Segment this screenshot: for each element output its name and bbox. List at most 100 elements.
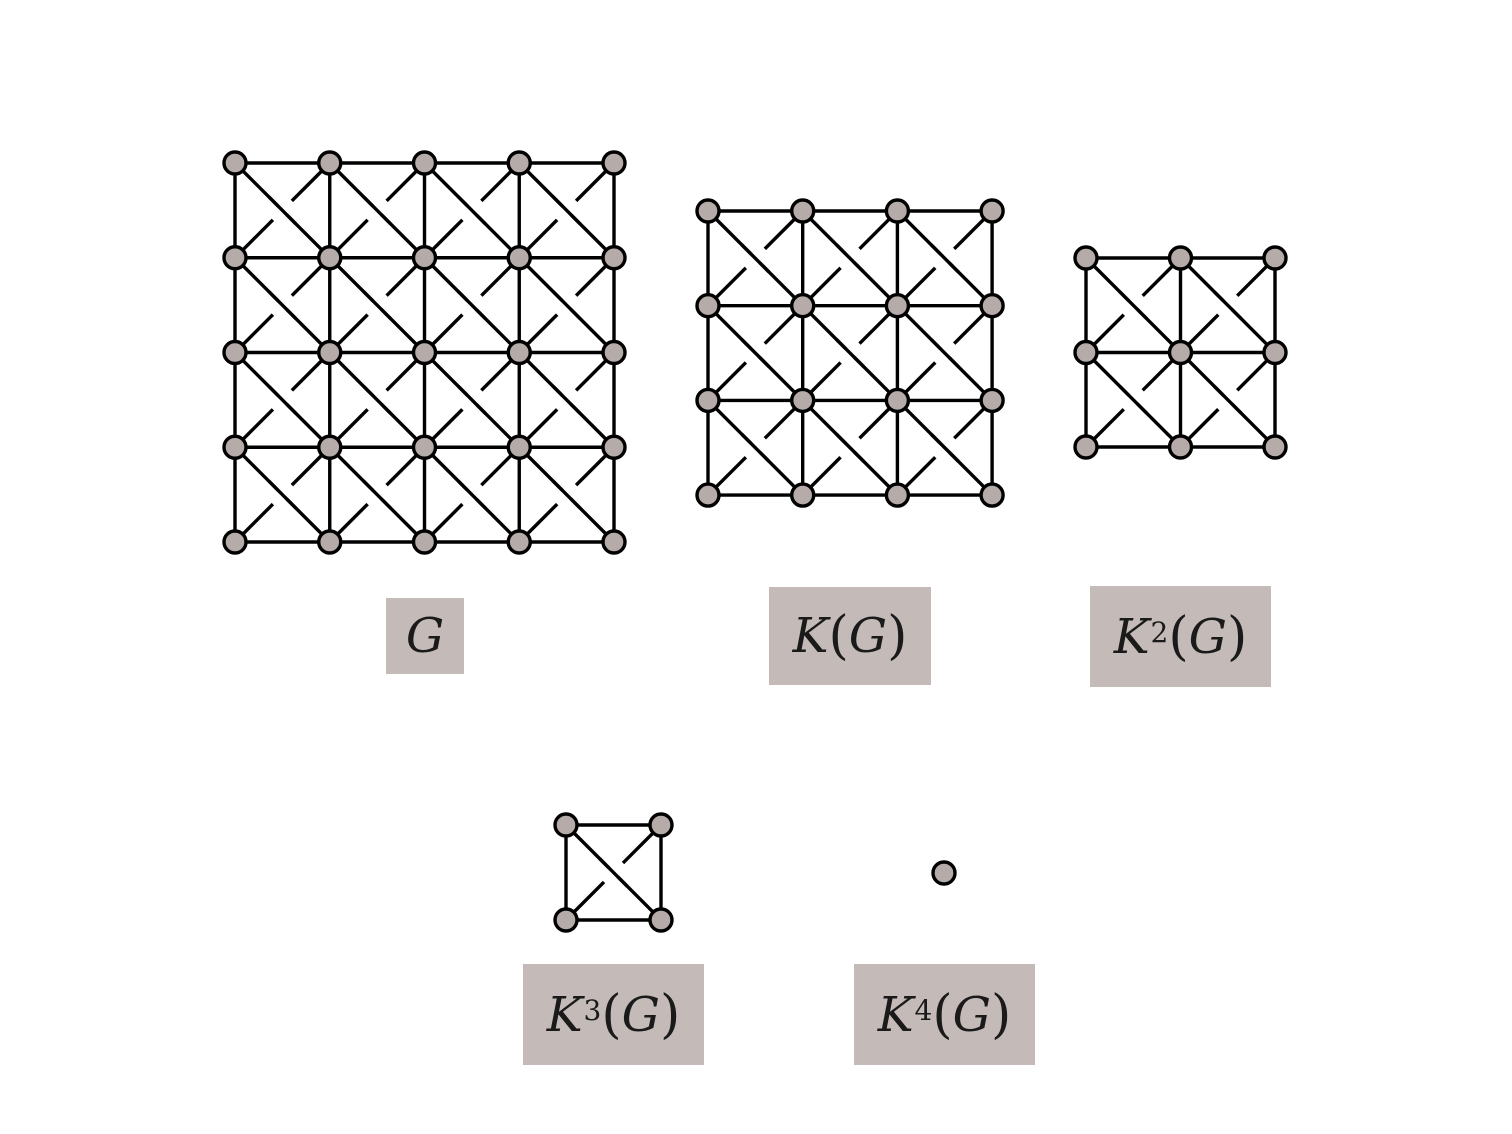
edge-diagonal (551, 195, 582, 226)
edge-diagonal (929, 243, 960, 274)
graph-vertex (790, 387, 816, 414)
graph-vertex (222, 434, 248, 460)
edge-diagonal (740, 432, 771, 463)
label-k2-of-g-open: ( (1168, 606, 1189, 667)
graph-vertex (411, 434, 438, 460)
graph-vertex (1262, 339, 1288, 366)
graph-vertex (695, 387, 721, 414)
graph-vertex (1167, 434, 1194, 460)
graph-vertex (222, 150, 248, 176)
graph-vertex (1073, 245, 1099, 271)
graph-vertex (695, 482, 721, 508)
graph-vertex (884, 387, 911, 414)
label-k4-of-g-arg: G (952, 986, 992, 1043)
graph-vertex (411, 529, 438, 555)
graph-vertex (979, 198, 1005, 224)
graph-vertex (790, 198, 816, 224)
edge-diagonal (598, 857, 629, 888)
label-k4-of-g-open: ( (932, 984, 953, 1045)
edge-diagonal (1212, 384, 1243, 415)
graph-vertex (695, 293, 721, 319)
edge-diagonal (362, 195, 392, 226)
graph-vertex (648, 907, 674, 933)
graph-vertex (506, 245, 532, 271)
graph-k4-of-g (931, 860, 957, 886)
graph-vertex (979, 387, 1005, 414)
edge-diagonal (551, 385, 582, 415)
graph-vertex (317, 150, 343, 176)
graph-k2-of-g (1073, 245, 1288, 460)
edge-diagonal (457, 385, 487, 415)
label-k-of-g: K(G) (769, 587, 931, 685)
label-g-base: G (405, 608, 445, 664)
label-k3-of-g-arg: G (621, 986, 661, 1043)
edge-diagonal (929, 338, 960, 368)
edge-diagonal (267, 195, 298, 226)
graph-vertex (553, 907, 579, 933)
edge-diagonal (362, 385, 392, 415)
graph-vertex (884, 198, 911, 224)
graph-vertex (601, 434, 627, 460)
label-k2-of-g-base: K (1113, 608, 1150, 665)
graph-vertex (1073, 434, 1099, 460)
label-k2-of-g-close: ) (1227, 606, 1248, 667)
graph-k3-of-g (553, 812, 674, 933)
label-k-of-g-open: ( (828, 606, 849, 666)
graph-vertex (317, 339, 343, 366)
edge-diagonal (740, 338, 771, 368)
label-k3-of-g-close: ) (660, 984, 681, 1045)
graph-vertex (222, 529, 248, 555)
label-k2-of-g-exp: 2 (1150, 616, 1169, 649)
graph-vertex (506, 529, 532, 555)
label-k4-of-g-close: ) (991, 984, 1012, 1045)
graph-vertex (1262, 245, 1288, 271)
label-k3-of-g-base: K (546, 986, 583, 1043)
graph-vertex (695, 198, 721, 224)
label-k4-of-g-exp: 4 (914, 994, 933, 1027)
edge-diagonal (362, 290, 392, 320)
graph-vertex (411, 245, 438, 271)
graph-vertex (506, 339, 532, 366)
graph-vertex (601, 339, 627, 366)
graph-vertex (884, 293, 911, 319)
edge-diagonal (1118, 384, 1149, 415)
graph-vertex (1073, 339, 1099, 366)
label-k-of-g-arg: G (848, 608, 888, 664)
edge-diagonal (835, 243, 865, 274)
graph-vertex (648, 812, 674, 838)
graph-vertex (931, 860, 957, 886)
graph-vertex (884, 482, 911, 508)
edge-diagonal (267, 479, 298, 510)
graph-vertex (790, 482, 816, 508)
label-k4-of-g-base: K (877, 986, 914, 1043)
graph-vertex (553, 812, 579, 838)
graph-vertex (506, 150, 532, 176)
label-k3-of-g-open: ( (601, 984, 622, 1045)
graph-k-of-g (695, 198, 1005, 508)
graph-vertex (790, 293, 816, 319)
graph-vertex (317, 529, 343, 555)
graph-vertex (222, 245, 248, 271)
graph-vertex (979, 482, 1005, 508)
edge-diagonal (362, 479, 392, 510)
graph-vertex (601, 150, 627, 176)
graph-vertex (411, 150, 438, 176)
graph-vertex (1167, 245, 1194, 271)
graph-vertex (317, 434, 343, 460)
edge-diagonal (835, 338, 865, 368)
edge-diagonal (835, 432, 865, 463)
label-g: G (386, 598, 464, 674)
edge-diagonal (457, 479, 487, 510)
graph-vertex (601, 245, 627, 271)
edge-diagonal (457, 195, 487, 226)
edge-diagonal (1118, 290, 1149, 321)
label-k2-of-g-arg: G (1188, 608, 1228, 665)
edge-diagonal (740, 243, 771, 274)
graph-vertex (1262, 434, 1288, 460)
graph-vertex (1167, 339, 1194, 366)
edge-diagonal (267, 385, 298, 415)
